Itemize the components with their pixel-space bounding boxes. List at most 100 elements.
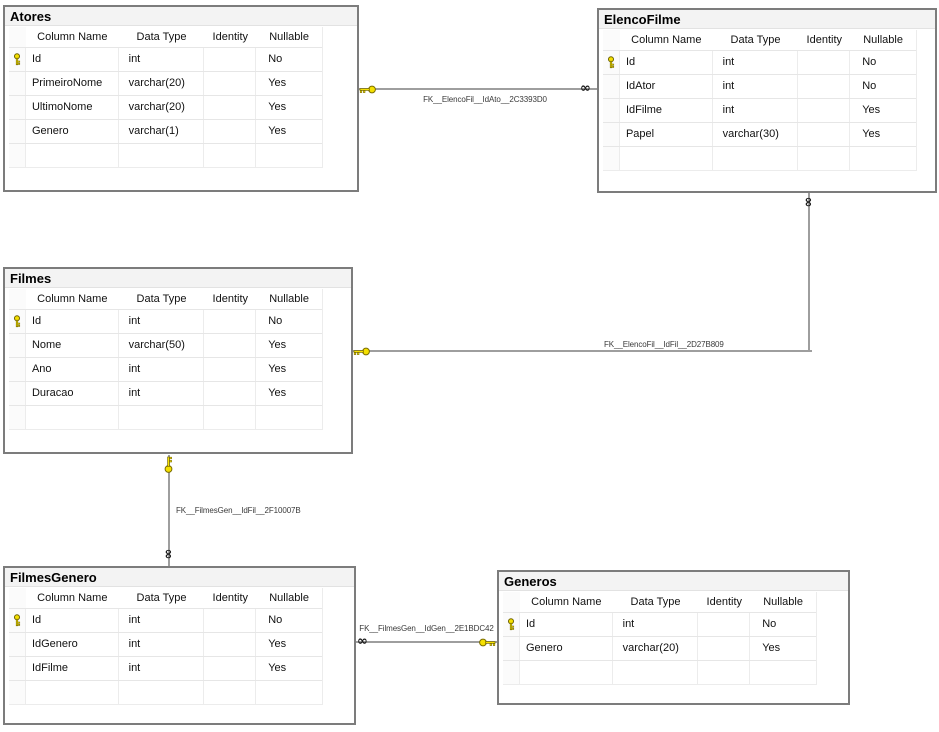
row-selector[interactable] (503, 661, 520, 684)
data-type-cell[interactable] (119, 406, 205, 429)
table-window-filmesgenero[interactable]: FilmesGenero Column Name Data Type Ident… (3, 566, 356, 725)
row-selector[interactable] (9, 633, 26, 656)
identity-cell[interactable] (698, 661, 751, 684)
data-type-cell[interactable]: varchar(20) (119, 96, 205, 119)
nullable-cell[interactable]: Yes (268, 662, 287, 674)
table-row[interactable] (9, 143, 322, 167)
identity-cell[interactable] (204, 72, 257, 95)
row-selector[interactable] (9, 681, 26, 704)
identity-cell[interactable] (798, 99, 851, 122)
relationship-line-filmesgenero-generos[interactable] (355, 641, 497, 643)
nullable-cell[interactable]: Yes (862, 128, 881, 140)
row-selector[interactable] (603, 51, 620, 74)
row-selector[interactable] (9, 334, 26, 357)
column-name-cell[interactable]: Genero (26, 120, 119, 143)
data-type-cell[interactable]: int (713, 99, 799, 122)
column-name-cell[interactable]: IdFilme (620, 99, 713, 122)
column-name-cell[interactable]: Id (26, 609, 119, 632)
column-name-cell[interactable]: Nome (26, 334, 119, 357)
table-window-filmes[interactable]: Filmes Column Name Data Type Identity Nu… (3, 267, 353, 454)
identity-cell[interactable] (204, 681, 257, 704)
table-row[interactable] (603, 146, 916, 170)
table-title[interactable]: Atores (5, 7, 357, 26)
column-name-cell[interactable] (26, 406, 119, 429)
relationship-line-filmes-filmesgenero[interactable] (168, 455, 170, 566)
row-selector[interactable] (503, 613, 520, 636)
nullable-cell[interactable]: Yes (268, 339, 287, 351)
nullable-cell[interactable] (256, 406, 322, 429)
column-name-cell[interactable] (620, 147, 713, 170)
data-type-cell[interactable]: varchar(20) (119, 72, 205, 95)
identity-cell[interactable] (204, 657, 257, 680)
nullable-cell[interactable]: Yes (268, 101, 287, 113)
table-row[interactable] (9, 405, 322, 429)
nullable-cell[interactable]: No (862, 80, 877, 92)
row-selector[interactable] (9, 310, 26, 333)
column-name-cell[interactable]: PrimeiroNome (26, 72, 119, 95)
data-type-cell[interactable]: varchar(1) (119, 120, 205, 143)
relationship-line-filmes-elencofilme-horizontal[interactable] (351, 350, 812, 352)
identity-cell[interactable] (204, 358, 257, 381)
column-name-cell[interactable]: Ano (26, 358, 119, 381)
row-selector[interactable] (503, 637, 520, 660)
identity-cell[interactable] (798, 51, 851, 74)
row-selector[interactable] (9, 657, 26, 680)
column-name-cell[interactable]: Id (520, 613, 613, 636)
column-name-cell[interactable] (26, 681, 119, 704)
nullable-cell[interactable] (256, 144, 322, 167)
nullable-cell[interactable]: No (862, 56, 877, 68)
identity-cell[interactable] (204, 609, 257, 632)
data-type-cell[interactable]: int (119, 310, 205, 333)
data-type-cell[interactable]: int (119, 358, 205, 381)
row-selector[interactable] (603, 123, 620, 146)
data-type-cell[interactable]: int (119, 382, 205, 405)
data-type-cell[interactable]: int (119, 48, 205, 71)
identity-cell[interactable] (204, 120, 257, 143)
row-selector[interactable] (9, 144, 26, 167)
data-type-cell[interactable]: int (613, 613, 699, 636)
table-title[interactable]: ElencoFilme (599, 10, 935, 29)
identity-cell[interactable] (698, 613, 751, 636)
identity-cell[interactable] (204, 144, 257, 167)
nullable-cell[interactable]: Yes (268, 363, 287, 375)
table-window-elencofilme[interactable]: ElencoFilme Column Name Data Type Identi… (597, 8, 937, 193)
column-name-cell[interactable]: Papel (620, 123, 713, 146)
row-selector[interactable] (9, 406, 26, 429)
column-name-cell[interactable]: Genero (520, 637, 613, 660)
column-name-cell[interactable] (26, 144, 119, 167)
identity-cell[interactable] (798, 75, 851, 98)
column-name-cell[interactable]: Duracao (26, 382, 119, 405)
column-name-cell[interactable] (520, 661, 613, 684)
nullable-cell[interactable]: No (268, 614, 283, 626)
data-type-cell[interactable] (119, 144, 205, 167)
nullable-cell[interactable] (750, 661, 816, 684)
row-selector[interactable] (9, 120, 26, 143)
row-selector[interactable] (9, 96, 26, 119)
table-window-generos[interactable]: Generos Column Name Data Type Identity N… (497, 570, 850, 705)
row-selector[interactable] (9, 72, 26, 95)
data-type-cell[interactable]: int (713, 51, 799, 74)
row-selector[interactable] (603, 147, 620, 170)
nullable-cell[interactable]: Yes (862, 104, 881, 116)
row-selector[interactable] (9, 382, 26, 405)
nullable-cell[interactable]: No (762, 618, 777, 630)
identity-cell[interactable] (204, 633, 257, 656)
data-type-cell[interactable]: int (119, 609, 205, 632)
data-type-cell[interactable]: int (713, 75, 799, 98)
identity-cell[interactable] (204, 96, 257, 119)
data-type-cell[interactable] (613, 661, 699, 684)
identity-cell[interactable] (204, 48, 257, 71)
